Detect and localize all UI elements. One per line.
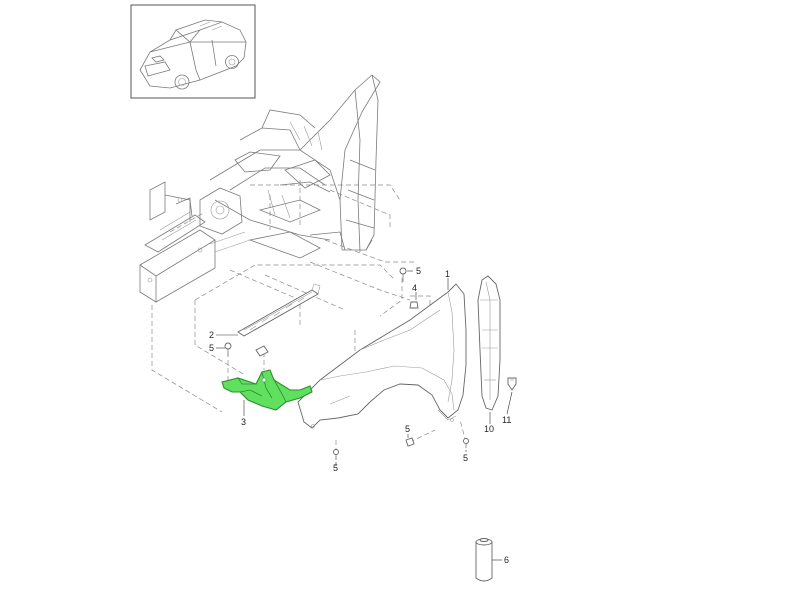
body-structure-drawing [139,74,381,303]
fastener-bolt-bottom-5[interactable] [333,449,339,461]
part-3-fender-bracket-highlighted[interactable] [221,369,313,411]
callout-2: 2 [209,330,214,340]
fastener-clip-4[interactable] [409,301,419,309]
fastener-bolt-lower-right-5[interactable] [463,438,469,449]
callout-5-left: 5 [209,343,214,353]
callout-6: 6 [504,555,509,565]
callout-5-lower-left: 5 [405,424,410,434]
part-2-seal-strip[interactable] [237,283,321,337]
vehicle-thumbnail[interactable] [130,4,256,99]
callout-1: 1 [445,269,450,279]
part-6-sealant-cartridge[interactable] [475,538,493,582]
fastener-bolt-mid-5[interactable] [255,345,269,357]
fastener-clip-11[interactable] [507,377,517,391]
callout-3: 3 [241,417,246,427]
fastener-bolt-top-5[interactable] [399,267,407,282]
callout-5-top: 5 [416,266,421,276]
fastener-bolt-left-5[interactable] [224,342,232,356]
callout-5-lower-right: 5 [463,453,468,463]
part-10-wheelhouse-liner[interactable] [477,275,501,411]
callout-4: 4 [412,283,417,293]
callout-labels: 1 2 3 4 5 5 5 5 5 6 10 11 [209,266,511,565]
callout-10: 10 [484,424,494,434]
callout-5-bottom: 5 [333,463,338,473]
leader-lines [216,270,513,561]
part-1-front-fender[interactable] [297,283,467,429]
fastener-bolt-lower-left-5[interactable] [405,437,415,447]
callout-11: 11 [502,415,511,425]
